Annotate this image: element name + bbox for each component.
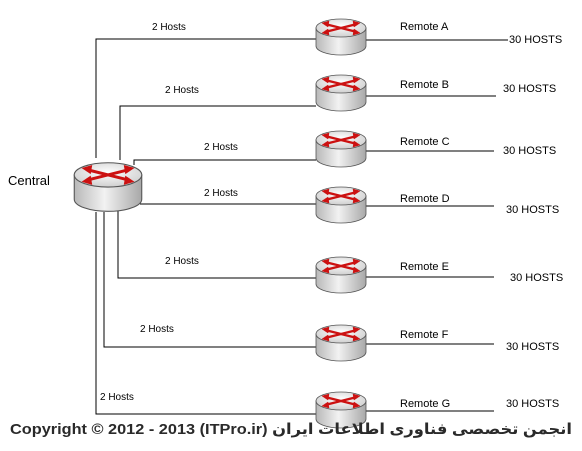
remote-b-label: Remote B: [400, 79, 449, 91]
link-remote-b: [119, 105, 316, 160]
link-d-hosts-label: 2 Hosts: [204, 188, 238, 199]
remote-f-router-icon: [314, 323, 368, 363]
link-f-hosts-label: 2 Hosts: [140, 324, 174, 335]
lan-g-hosts-label: 30 HOSTS: [506, 398, 559, 410]
remote-d-label: Remote D: [400, 193, 450, 205]
remote-a-label: Remote A: [400, 21, 449, 33]
link-remote-e: [117, 210, 316, 279]
remote-g-label: Remote G: [400, 398, 450, 410]
link-remote-a: [95, 38, 316, 158]
lan-c-hosts-label: 30 HOSTS: [503, 145, 556, 157]
remote-e-label: Remote E: [400, 261, 449, 273]
remote-d-router-icon: [314, 185, 368, 225]
central-router-icon: [72, 161, 144, 213]
lan-b-hosts-label: 30 HOSTS: [503, 83, 556, 95]
link-e-hosts-label: 2 Hosts: [165, 256, 199, 267]
link-b-hosts-label: 2 Hosts: [165, 85, 199, 96]
lan-e-hosts-label: 30 HOSTS: [510, 272, 563, 284]
lan-f-hosts-label: 30 HOSTS: [506, 341, 559, 353]
lan-d-hosts-label: 30 HOSTS: [506, 204, 559, 216]
link-remote-c: [133, 159, 316, 165]
remote-e-router-icon: [314, 255, 368, 295]
link-remote-f: [103, 212, 316, 348]
link-c-hosts-label: 2 Hosts: [204, 142, 238, 153]
central-label: Central: [8, 173, 50, 188]
remote-c-router-icon: [314, 129, 368, 169]
remote-b-router-icon: [314, 73, 368, 113]
lan-a-hosts-label: 30 HOSTS: [509, 34, 562, 46]
link-g-hosts-label: 2 Hosts: [100, 392, 134, 403]
link-a-hosts-label: 2 Hosts: [152, 22, 186, 33]
remote-c-label: Remote C: [400, 136, 450, 148]
footer-watermark: Copyright © 2012 - 2013 (ITPro.ir) انجمن…: [10, 421, 572, 438]
link-remote-g: [95, 212, 316, 415]
remote-f-label: Remote F: [400, 329, 449, 341]
remote-a-router-icon: [314, 17, 368, 57]
